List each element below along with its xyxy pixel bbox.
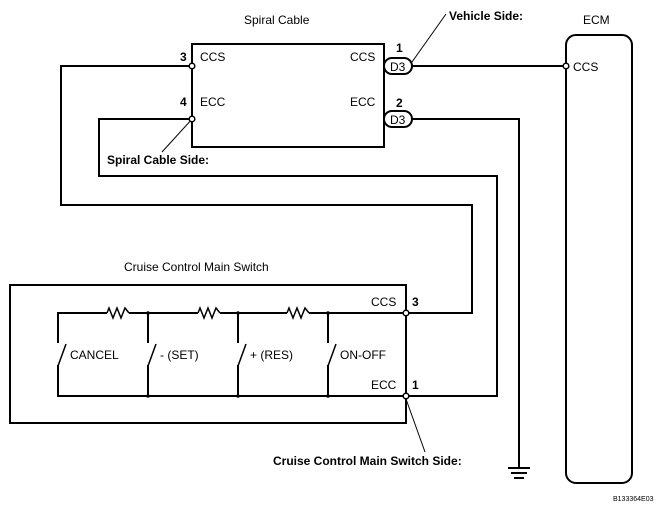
switch-cancel: CANCEL <box>57 312 119 397</box>
ecm: ECM CCS <box>565 13 633 484</box>
spiral-terminal-3 <box>188 62 196 70</box>
connector-pin-number-2: 2 <box>396 96 403 110</box>
junction-dot <box>236 311 240 315</box>
main-switch-title: Cruise Control Main Switch <box>124 260 269 274</box>
junction-dot <box>146 311 150 315</box>
ecm-title: ECM <box>583 13 610 27</box>
spiral-pin-ccs-left: CCS <box>200 50 225 64</box>
junction-dot <box>146 394 150 398</box>
ground-icon <box>508 467 530 479</box>
spiral-pin-number-3: 3 <box>180 50 187 64</box>
resistor-1 <box>106 305 130 321</box>
connector-d3-top-label: D3 <box>390 60 406 74</box>
spiral-terminal-4 <box>188 115 196 123</box>
junction-dot <box>326 311 330 315</box>
main-switch-box <box>9 284 407 424</box>
spiral-cable-box <box>191 43 385 148</box>
pin-terminals <box>188 62 570 400</box>
spiral-pin-ecc-right: ECC <box>350 95 376 109</box>
main-switch-side-leader <box>405 398 426 453</box>
switch-res-label: + (RES) <box>250 348 293 362</box>
switch-set-label: - (SET) <box>160 348 199 362</box>
wire-spiral-ecc-to-switch-ecc <box>98 118 498 397</box>
resistor-3 <box>286 305 310 321</box>
main-switch-pin-ecc: ECC <box>371 378 397 392</box>
main-switch-pin-number-1: 1 <box>412 378 419 392</box>
spiral-side-leader <box>161 117 194 153</box>
wire-spiral-ccs-to-switch-ccs <box>60 65 473 314</box>
resistor-2 <box>197 305 221 321</box>
figure-code: B133364E03 <box>613 496 654 503</box>
junction-dot <box>236 394 240 398</box>
ecm-pin-ccs: CCS <box>573 60 598 74</box>
connector-d3-bottom-label: D3 <box>390 113 406 127</box>
ecm-terminal-ccs <box>562 62 570 70</box>
spiral-pin-ecc-left: ECC <box>200 95 226 109</box>
spiral-cable: Spiral Cable CCS ECC CCS ECC 3 4 Spiral … <box>107 13 385 167</box>
main-switch-pin-ccs: CCS <box>371 295 396 309</box>
main-switch: Cruise Control Main Switch CCS ECC 3 1 C… <box>9 260 462 468</box>
switch-on-off: ON-OFF <box>327 312 386 397</box>
switch-terminal-1 <box>402 392 410 400</box>
junction-dot <box>326 394 330 398</box>
switch-on-off-label: ON-OFF <box>340 348 386 362</box>
spiral-pin-ccs-right: CCS <box>350 50 375 64</box>
switch-res: + (RES) <box>237 312 293 397</box>
spiral-pin-number-4: 4 <box>180 95 187 109</box>
main-switch-pin-number-3: 3 <box>412 295 419 309</box>
main-switch-side-label: Cruise Control Main Switch Side: <box>273 454 462 468</box>
vehicle-side-leader <box>411 13 447 63</box>
vehicle-side-label: Vehicle Side: <box>449 9 523 23</box>
spiral-cable-title: Spiral Cable <box>244 13 310 27</box>
wiring <box>60 65 567 469</box>
spiral-cable-side-label: Spiral Cable Side: <box>107 153 209 167</box>
switch-terminal-3 <box>402 309 410 317</box>
ecm-box <box>565 34 633 484</box>
connector-pin-number-1: 1 <box>396 41 403 55</box>
connector-d3: 1 2 D3 D3 Vehicle Side: <box>383 9 523 128</box>
switch-cancel-label: CANCEL <box>70 348 119 362</box>
wire-d3-ecc-to-ground <box>411 118 520 469</box>
switch-set: - (SET) <box>147 312 199 397</box>
